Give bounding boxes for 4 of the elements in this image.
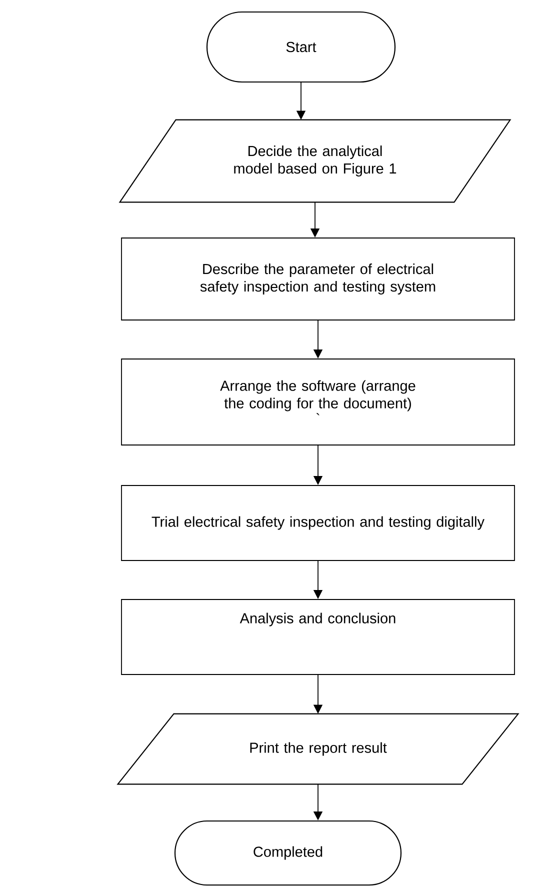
process-box: Arrange the software (arrange the coding for the document) ` (121, 358, 515, 446)
process-box: Describe the parameter of electrical safety inspection and testing system (121, 238, 515, 320)
process-box: Analysis and conclusion (121, 599, 515, 675)
process-box: Trial electrical safety inspection and testing digitally (121, 485, 515, 561)
